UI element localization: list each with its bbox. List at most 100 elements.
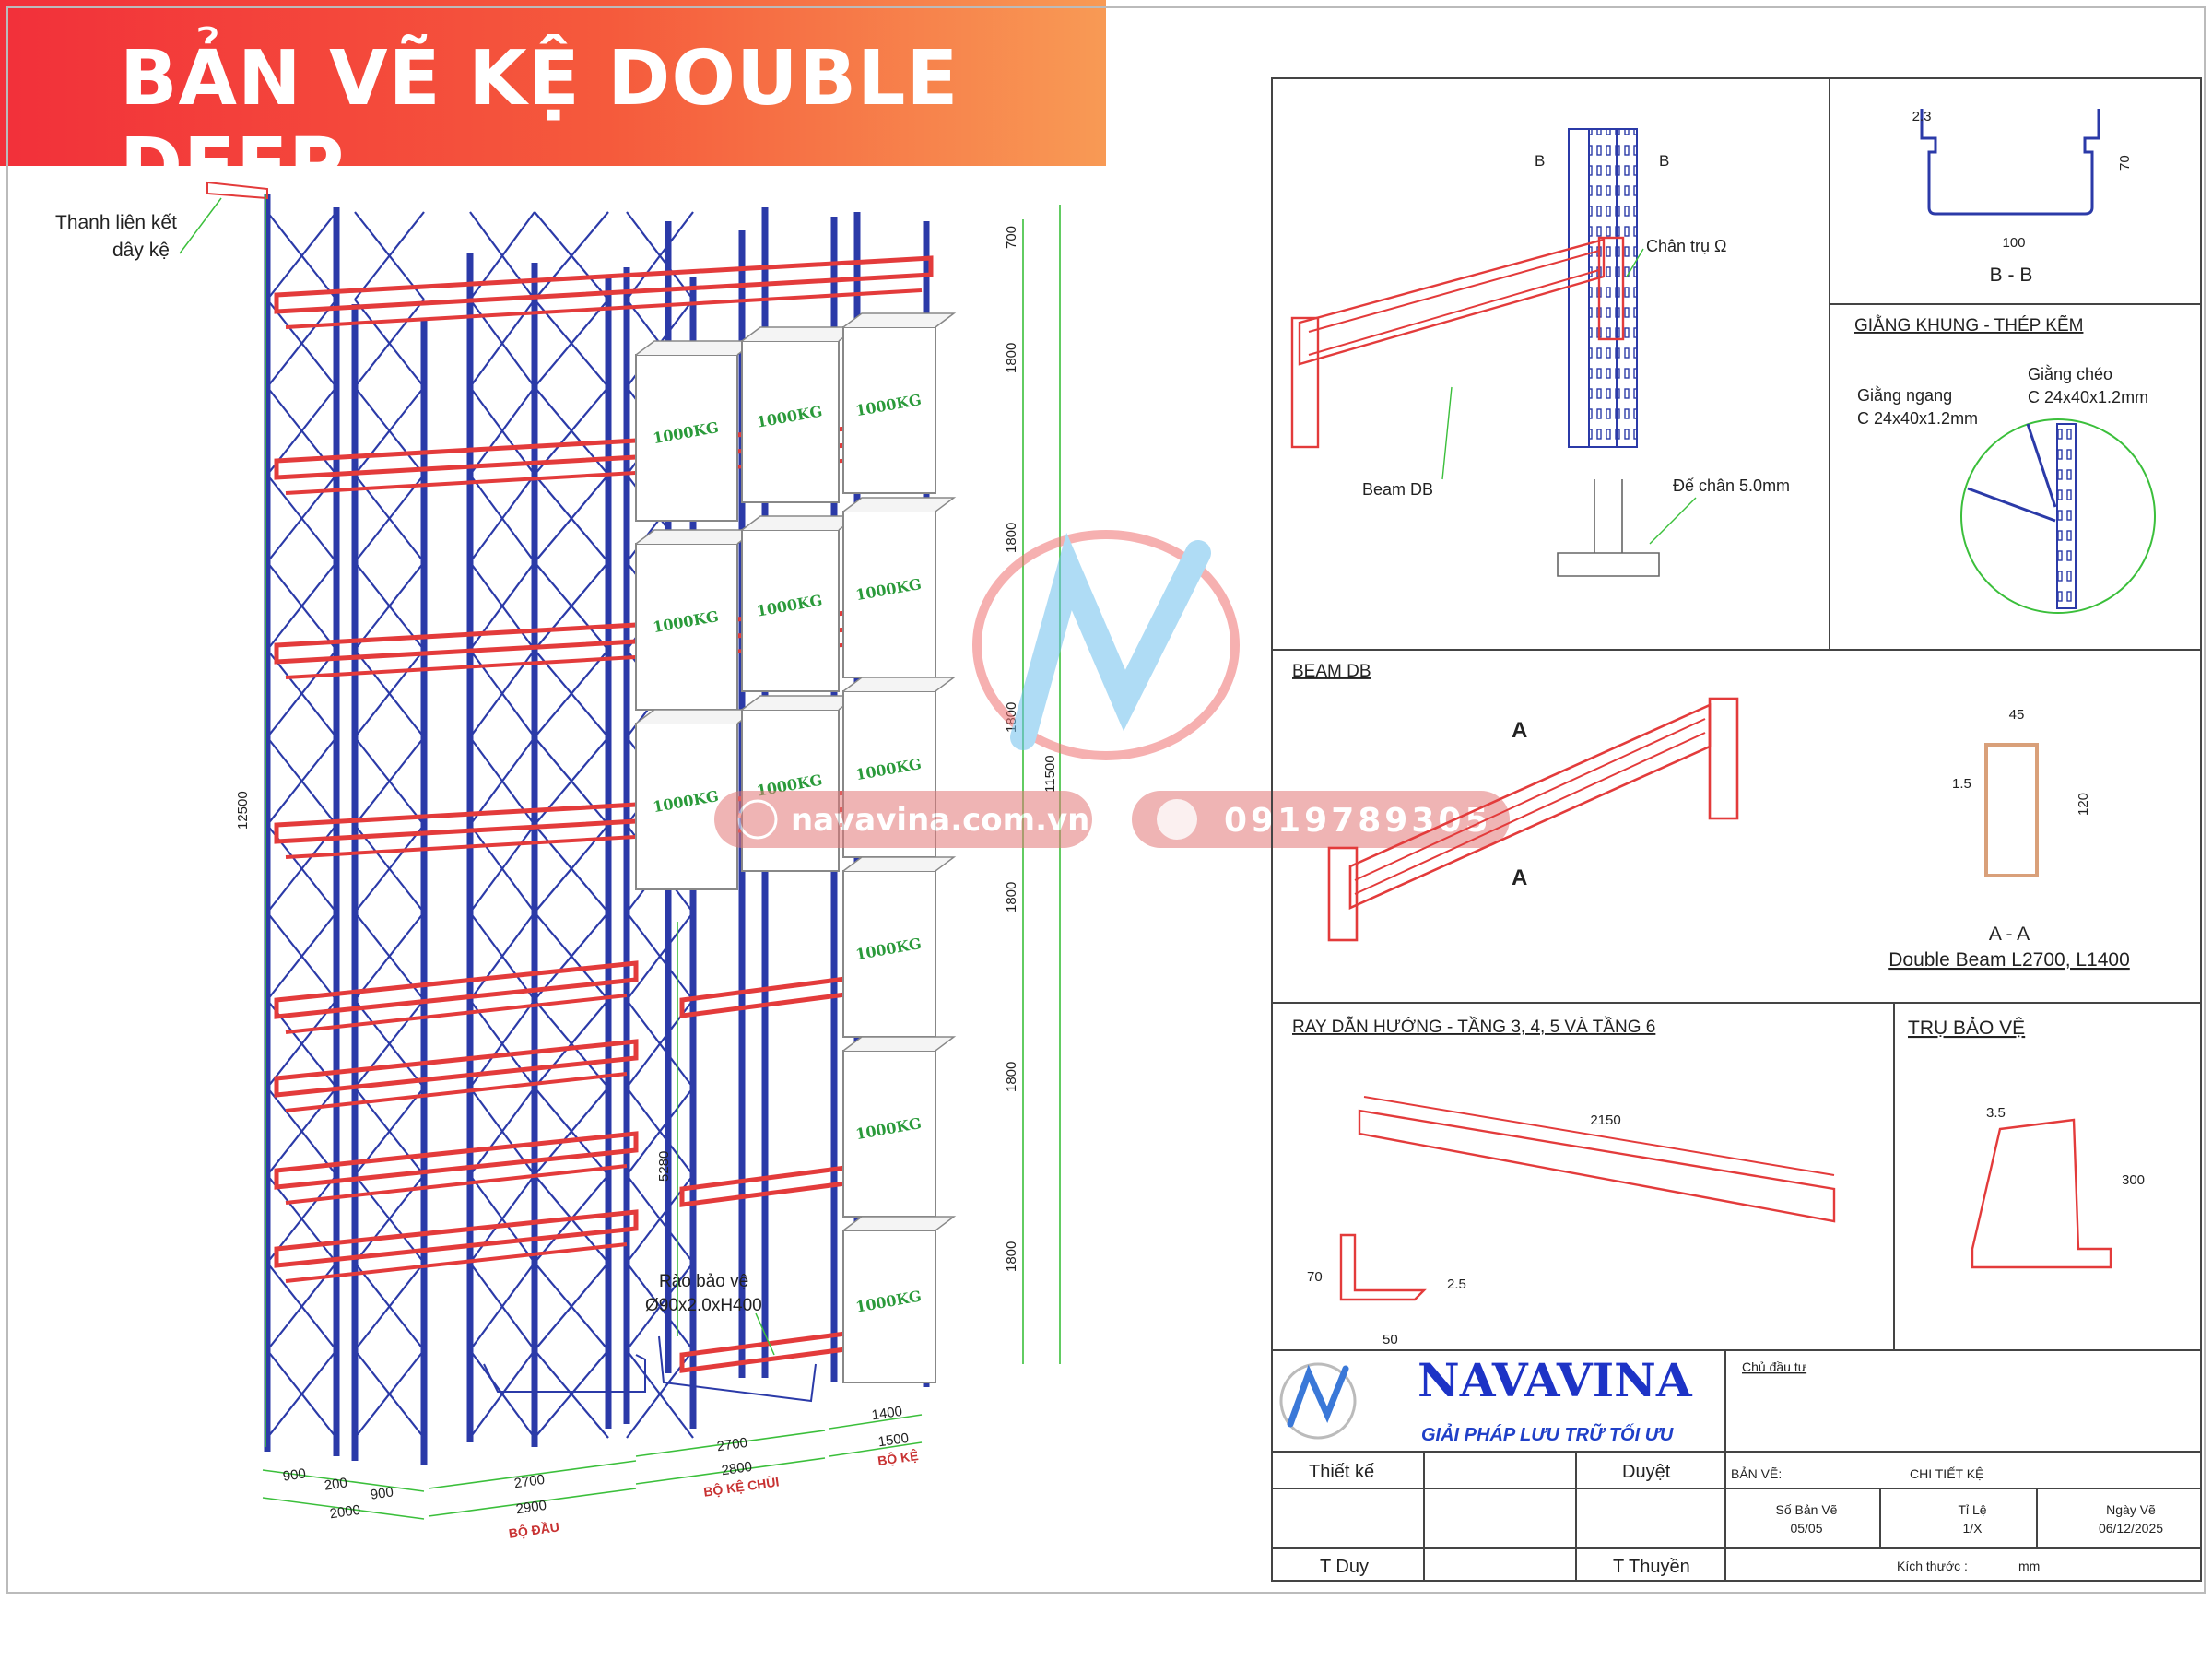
brace-diagonal xyxy=(469,474,535,563)
brace-diagonal xyxy=(266,649,337,738)
section-label: BỘ KỆ CHÙI xyxy=(702,1473,780,1499)
brace-diagonal xyxy=(469,1349,535,1439)
pallet-box xyxy=(635,354,738,522)
approver-name: T Thuyền xyxy=(1613,1557,1690,1577)
rail-title: RAY DẪN HƯỚNG - TẦNG 3, 4, 5 VÀ TẦNG 6 xyxy=(1292,1017,1655,1037)
beam-rail xyxy=(285,288,923,329)
base-plate-label: Đế chân 5.0mm xyxy=(1673,477,1790,495)
section-label: BỘ KỆ xyxy=(877,1447,919,1468)
beam-rail xyxy=(285,1072,628,1112)
brace-diagonal xyxy=(469,1262,535,1351)
size-unit: mm xyxy=(2018,1559,2040,1573)
bracing-diagonal-l2: C 24x40x1.2mm xyxy=(2028,388,2148,406)
guard-title: TRỤ BẢO VỆ xyxy=(1908,1018,2025,1039)
bottom-dimension-label: 200 xyxy=(324,1475,348,1493)
section-label: BỘ ĐẦU xyxy=(508,1518,560,1541)
beam-section-width: 45 xyxy=(2009,707,2025,723)
brace-diagonal xyxy=(469,1087,535,1176)
brace-diagonal xyxy=(354,299,425,388)
watermark-phone: 0919789305 xyxy=(1224,802,1492,840)
tie-bar-label-line1: Thanh liên kết xyxy=(55,212,177,233)
brace-diagonal xyxy=(354,824,425,913)
brace-diagonal xyxy=(266,211,337,300)
level-height-label: 1800 xyxy=(1004,1062,1019,1092)
detail-upright-panel: Chân trụ Ω Beam DB Đế chân 5.0mm B B xyxy=(1290,128,1790,577)
bottom-dimension-label: 2000 xyxy=(329,1502,361,1522)
brace-diagonal xyxy=(534,999,609,1088)
beam-section-height: 120 xyxy=(2076,793,2091,816)
brace-diagonal xyxy=(354,386,425,476)
pallet-box xyxy=(842,511,936,678)
approver-label: Duyệt xyxy=(1622,1462,1671,1482)
beam-rail xyxy=(285,1242,628,1283)
upright-label: Chân trụ Ω xyxy=(1646,237,1727,255)
beam-rail xyxy=(285,994,628,1034)
globe-icon xyxy=(737,799,778,840)
pallet-box-top xyxy=(741,326,860,342)
brace-diagonal xyxy=(469,386,535,476)
pallet-box xyxy=(842,1230,936,1383)
aa-title: A - A xyxy=(1989,924,2030,945)
date-label: Ngày Vẽ xyxy=(2106,1502,2156,1517)
pallet-box-top xyxy=(741,695,860,711)
brace-diagonal xyxy=(534,649,609,738)
watermark-web-pill xyxy=(714,791,1092,848)
brace-diagonal xyxy=(354,649,425,738)
height-total-left: 12500 xyxy=(235,791,251,830)
watermark-logo-n xyxy=(1010,532,1211,750)
brace-diagonal xyxy=(626,211,694,300)
bb-width: 100 xyxy=(2002,235,2025,251)
pallet-box-top xyxy=(842,1216,957,1231)
tie-bar xyxy=(206,181,268,200)
brace-diagonal xyxy=(534,912,609,1001)
brace-diagonal xyxy=(266,561,337,651)
level-height-label: 1800 xyxy=(1004,343,1019,373)
designer-name: T Duy xyxy=(1320,1557,1369,1577)
bb-thickness: 2.3 xyxy=(1912,109,1932,124)
guard-rail-left xyxy=(483,1354,646,1393)
detail-beam-panel: BEAM DB A A 45 1.5 120 A - A Double Beam… xyxy=(1292,662,2130,971)
brace-diagonal xyxy=(534,1262,609,1351)
watermark-website: navavina.com.vn xyxy=(791,802,1089,839)
detail-section-bb-panel: 100 70 2.3 B - B xyxy=(1912,109,2133,286)
level-height-label: 1800 xyxy=(1004,1241,1019,1272)
height-total-right: 11500 xyxy=(1042,755,1058,793)
owner-label: Chủ đầu tư xyxy=(1742,1359,1806,1374)
bracing-horizontal-l1: Giằng ngang xyxy=(1857,385,1952,405)
pallet-box-top xyxy=(842,856,957,872)
brace-diagonal xyxy=(266,1349,337,1439)
pallet-box-top xyxy=(635,709,759,724)
beam-db-label: Beam DB xyxy=(1362,480,1433,499)
beam-rail xyxy=(285,1164,628,1205)
pallet-box xyxy=(741,529,840,692)
bottom-dimension-lines xyxy=(262,1414,923,1520)
pallet-box-top xyxy=(741,515,860,531)
pallet-box-top xyxy=(635,529,759,545)
bb-height: 70 xyxy=(2117,155,2133,171)
brace-diagonal xyxy=(534,1349,609,1439)
beam-caption: Double Beam L2700, L1400 xyxy=(1888,949,2130,971)
size-label: Kích thước : xyxy=(1897,1559,1968,1573)
title-banner: BẢN VẼ KỆ DOUBLE DEEP xyxy=(0,0,1106,210)
designer-label: Thiết kế xyxy=(1309,1462,1374,1482)
rail-h: 70 xyxy=(1307,1269,1323,1285)
brace-diagonal xyxy=(469,736,535,826)
pallet-box-top xyxy=(842,312,957,328)
level-height-label: 1800 xyxy=(1004,523,1019,553)
brace-diagonal xyxy=(354,999,425,1088)
pallet-box xyxy=(741,340,840,503)
pallet-box xyxy=(842,1050,936,1218)
guard-rail-label-line2: Ø90x2.0xH400 xyxy=(645,1296,762,1315)
scale-label: Tỉ Lệ xyxy=(1958,1502,1986,1517)
bottom-dimension-label: 1400 xyxy=(871,1404,903,1423)
pallet-box-top xyxy=(842,1036,957,1052)
watermark-logo-ring xyxy=(972,530,1240,760)
sheet-border xyxy=(6,6,2206,1594)
brace-diagonal xyxy=(266,736,337,826)
brace-diagonal xyxy=(626,1262,694,1351)
brace-diagonal xyxy=(354,1349,425,1439)
brace-diagonal xyxy=(469,1174,535,1264)
brace-diagonal xyxy=(354,912,425,1001)
pallet-box-top xyxy=(635,340,759,356)
